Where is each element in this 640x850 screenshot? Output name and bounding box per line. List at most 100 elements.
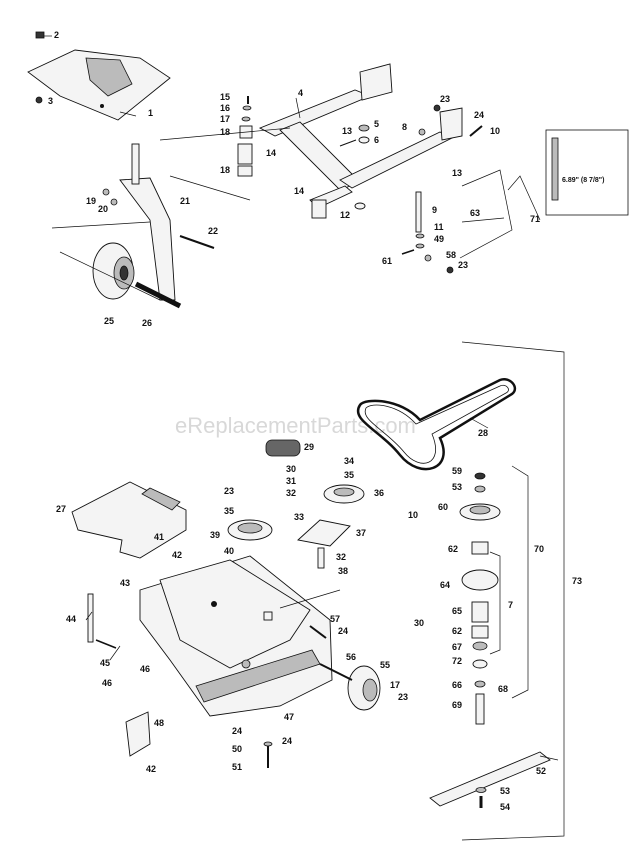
bolt-22 (179, 235, 215, 249)
label-56: 56 (346, 652, 356, 662)
axle-26 (134, 281, 182, 309)
label-17a: 17 (220, 114, 230, 124)
label-61: 61 (382, 256, 392, 266)
label-45: 45 (100, 658, 110, 668)
nut-19 (102, 188, 110, 196)
label-70: 70 (534, 544, 544, 554)
label-23a: 23 (440, 94, 450, 104)
label-1: 1 (148, 108, 153, 118)
label-36: 36 (374, 488, 384, 498)
label-53a: 53 (452, 482, 462, 492)
label-14a: 14 (266, 148, 276, 158)
label-9: 9 (432, 205, 437, 215)
belt-28 (356, 377, 517, 471)
label-62b: 62 (452, 626, 462, 636)
label-46a: 46 (102, 678, 112, 688)
bolt-57 (309, 625, 327, 639)
label-8: 8 (402, 122, 407, 132)
label-13a: 13 (342, 126, 352, 136)
label-25: 25 (104, 316, 114, 326)
belt-cover-27 (71, 481, 187, 559)
nut-3 (35, 96, 43, 104)
label-10a: 10 (490, 126, 500, 136)
spring-49 (415, 243, 425, 249)
label-5: 5 (374, 119, 379, 129)
washer-50 (263, 741, 273, 747)
label-52: 52 (536, 766, 546, 776)
bolt-10 (469, 125, 483, 137)
label-19: 19 (86, 196, 96, 206)
label-23d: 23 (398, 692, 408, 702)
bushing-5 (358, 124, 370, 132)
leader-lines (44, 35, 559, 761)
wheel-25 (92, 242, 135, 300)
label-64: 64 (440, 580, 450, 590)
label-30b: 30 (414, 618, 424, 628)
label-22: 22 (208, 226, 218, 236)
blade-52 (429, 751, 551, 807)
label-33: 33 (294, 512, 304, 522)
bracket-45 (95, 639, 117, 649)
label-23b: 23 (458, 260, 468, 270)
nut-8 (418, 128, 426, 136)
label-15: 15 (220, 92, 230, 102)
label-16: 16 (220, 103, 230, 113)
bushing-18b (237, 165, 253, 177)
label-34: 34 (344, 456, 354, 466)
nut-23b (446, 266, 454, 274)
label-32a: 32 (286, 488, 296, 498)
label-46b: 46 (140, 664, 150, 674)
rod-44 (87, 593, 94, 643)
pulley-39 (227, 519, 273, 541)
label-7: 7 (508, 600, 513, 610)
deck-shell-47 (139, 555, 333, 717)
label-37: 37 (356, 528, 366, 538)
label-73: 73 (572, 576, 582, 586)
label-49: 49 (434, 234, 444, 244)
pin-61 (401, 249, 415, 255)
label-31: 31 (286, 476, 296, 486)
label-24a: 24 (474, 110, 484, 120)
label-17b: 17 (390, 680, 400, 690)
spindle-9 (415, 191, 422, 233)
spindle-stack (459, 472, 501, 725)
clip-2 (35, 31, 45, 39)
label-62a: 62 (448, 544, 458, 554)
callout-labels: 1 2 3 4 5 6 8 9 10 11 12 13 13 14 14 15 … (48, 30, 582, 812)
deflector-48 (125, 711, 151, 757)
label-40: 40 (224, 546, 234, 556)
label-72: 72 (452, 656, 462, 666)
label-41: 41 (154, 532, 164, 542)
label-50: 50 (232, 744, 242, 754)
inset-dimension: 6.89" (8 7/8") (562, 177, 604, 184)
label-42a: 42 (172, 550, 182, 560)
label-66: 66 (452, 680, 462, 690)
label-65: 65 (452, 606, 462, 616)
label-11: 11 (434, 222, 444, 232)
label-3: 3 (48, 96, 53, 106)
washer-53 (475, 787, 487, 793)
spacer-14 (237, 143, 253, 165)
label-20: 20 (98, 204, 108, 214)
wheel-55 (347, 665, 381, 711)
label-38: 38 (338, 566, 348, 576)
washer-12 (354, 202, 366, 210)
label-35a: 35 (344, 470, 354, 480)
label-39: 39 (210, 530, 220, 540)
label-55: 55 (380, 660, 390, 670)
spring-29 (265, 439, 301, 457)
label-60: 60 (438, 502, 448, 512)
label-24d: 24 (338, 626, 348, 636)
label-10b: 10 (408, 510, 418, 520)
label-42b: 42 (146, 764, 156, 774)
label-53b: 53 (500, 786, 510, 796)
label-32b: 32 (336, 552, 346, 562)
label-27: 27 (56, 504, 66, 514)
label-14b: 14 (294, 186, 304, 196)
label-21: 21 (180, 196, 190, 206)
group-brackets (459, 169, 565, 841)
label-71: 71 (530, 214, 540, 224)
idler-arm-37 (297, 519, 351, 569)
label-68: 68 (498, 684, 508, 694)
